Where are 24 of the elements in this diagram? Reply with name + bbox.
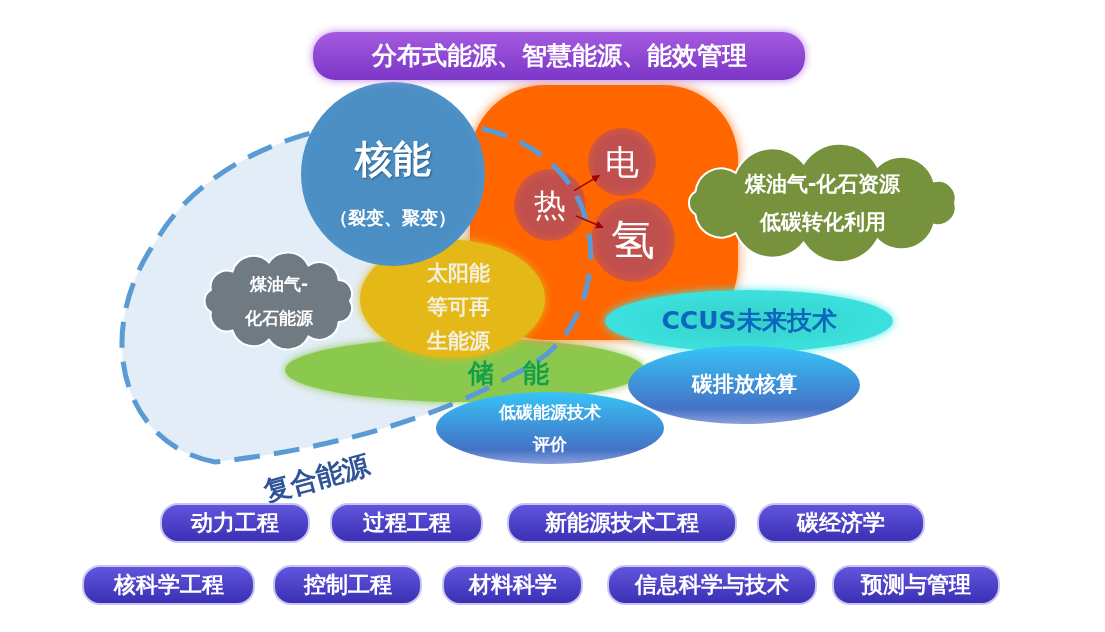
title-banner: 分布式能源、智慧能源、能效管理 [313, 32, 805, 80]
arrow [573, 174, 601, 192]
discipline-pill: 信息科学与技术 [607, 565, 817, 605]
subtitle-text: （裂变、聚变） [329, 206, 457, 230]
discipline-pill: 过程工程 [330, 503, 483, 543]
ellipse-text: 储 能 [468, 357, 550, 390]
ellipse-text: 太阳能等可再生能源 [425, 260, 491, 355]
discipline-pill: 核科学工程 [82, 565, 255, 605]
discipline-pill: 控制工程 [273, 565, 422, 605]
cloud-text: 煤油气-化石资源低碳转化利用 [743, 171, 902, 236]
discipline-pill: 预测与管理 [832, 565, 1000, 605]
glow-circle: 电 [588, 128, 656, 196]
glow-circle: 热 [514, 169, 586, 241]
arrow [575, 215, 604, 229]
ellipse-text: 碳排放核算 [690, 371, 798, 399]
ellipse-text: 低碳能源技术评价 [498, 400, 602, 456]
discipline-pill: 碳经济学 [757, 503, 925, 543]
ellipse: CCUS未来技术 [605, 290, 893, 352]
heading-text: 核能 [353, 136, 432, 183]
discipline-pill: 动力工程 [160, 503, 310, 543]
glow-circle: 氢 [591, 198, 675, 282]
discipline-pill: 材料科学 [442, 565, 583, 605]
discipline-pill: 新能源技术工程 [507, 503, 737, 543]
cloud-text: 煤油气-化石能源 [244, 273, 314, 330]
